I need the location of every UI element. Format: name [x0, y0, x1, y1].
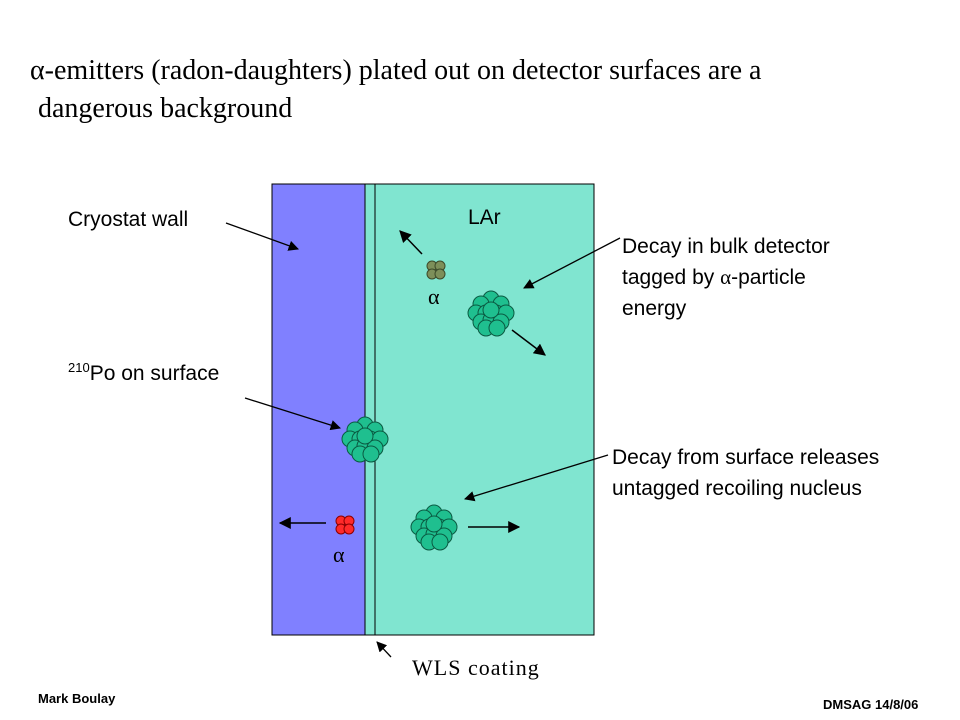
surface-alpha-particle — [335, 515, 355, 535]
surface-decay-label: Decay from surface releases untagged rec… — [612, 446, 880, 500]
bulk-decay-pointer — [523, 237, 621, 289]
title-line-1: α-emitters (radon-daughters) plated out … — [30, 55, 762, 86]
wls-coating-label: WLS coating — [412, 655, 540, 680]
surface-decay-pointer — [464, 454, 609, 502]
bulk-alpha-particle — [426, 260, 446, 280]
bulk-decay-label: Decay in bulk detector tagged by α-parti… — [622, 235, 830, 320]
po-surface-label: 210Po on surface — [68, 360, 220, 385]
cryostat-pointer — [225, 222, 299, 251]
wls-coating-layer — [364, 183, 376, 636]
slide-title: α-emitters (radon-daughters) plated out … — [30, 52, 930, 128]
cryostat-wall-label: Cryostat wall — [68, 208, 189, 231]
nucleon — [482, 301, 500, 319]
wls-pointer — [376, 641, 392, 658]
author-footer: Mark Boulay — [38, 691, 116, 706]
title-line-2: dangerous background — [38, 93, 293, 124]
event-footer: DMSAG 14/8/06 — [823, 697, 919, 712]
lar-region — [374, 183, 595, 636]
bulk-recoil-arrow — [511, 329, 546, 356]
bulk-alpha-symbol: α — [428, 284, 440, 309]
cryostat-wall-region — [271, 183, 367, 636]
nucleon — [362, 445, 380, 463]
po-surface-pointer — [244, 397, 341, 431]
nucleon — [356, 427, 374, 445]
lar-label: LAr — [468, 206, 501, 229]
po-surface-nucleus — [341, 416, 389, 463]
surface-alpha-symbol: α — [333, 542, 345, 567]
nucleon — [431, 533, 449, 551]
bulk-nucleus — [467, 290, 515, 337]
nucleon — [425, 515, 443, 533]
surface-recoil-nucleus — [410, 504, 458, 551]
bulk-alpha-arrow — [399, 230, 423, 255]
nucleon — [488, 319, 506, 337]
